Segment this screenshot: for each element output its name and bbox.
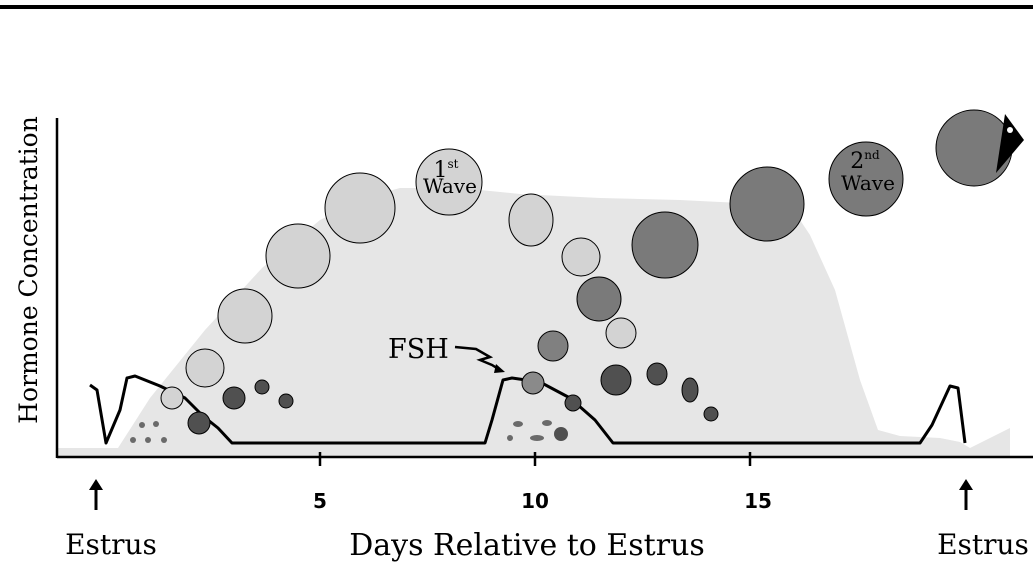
- estrus-label-left: Estrus: [65, 528, 157, 561]
- follicle: [265, 223, 331, 289]
- follicle: [828, 141, 904, 217]
- wave1-number: 1: [434, 158, 448, 183]
- svg-text:2nd: 2nd: [850, 148, 880, 174]
- small-follicle-pool-2: [507, 420, 568, 441]
- x-tick-label-15: 15: [744, 489, 772, 513]
- follicle: [703, 406, 719, 422]
- fsh-curve: [89, 374, 967, 445]
- wave1-label: 1st Wave: [423, 157, 477, 198]
- fsh-label: FSH: [388, 334, 449, 365]
- wave2-word: Wave: [841, 171, 895, 195]
- ovulation-icon: [996, 114, 1024, 173]
- follicle: [521, 371, 545, 395]
- follicle: [681, 377, 699, 403]
- follicle: [222, 386, 246, 410]
- svg-text:1st: 1st: [434, 157, 459, 183]
- follicle: [646, 362, 668, 386]
- wave2-label: 2nd Wave: [841, 148, 895, 195]
- follicle: [729, 166, 805, 242]
- follicle: [324, 172, 396, 244]
- estrus-arrow-left-icon: [89, 479, 103, 510]
- follicle: [576, 276, 622, 322]
- second-wave-follicles: [521, 109, 1013, 395]
- follicle: [278, 393, 294, 409]
- small-follicle-pool-1: [130, 421, 167, 443]
- x-tick-label-5: 5: [313, 489, 327, 513]
- wave2-number: 2: [850, 149, 864, 174]
- follicle: [537, 330, 569, 362]
- follicle: [187, 411, 211, 435]
- follicle: [160, 386, 184, 410]
- follicle: [508, 193, 554, 247]
- atretic-follicles: [187, 362, 719, 435]
- follicle: [631, 211, 699, 279]
- follicle: [254, 379, 270, 395]
- wave1-word: Wave: [423, 174, 477, 198]
- fsh-pointer-arrowhead-icon: [494, 364, 505, 373]
- follicle: [605, 317, 637, 349]
- wave1-superscript: st: [448, 157, 459, 171]
- fsh-pointer-arrow: [454, 345, 501, 372]
- follicle: [600, 364, 632, 396]
- estrus-label-right: Estrus: [937, 528, 1029, 561]
- x-tick-label-10: 10: [521, 489, 549, 513]
- follicle: [564, 394, 582, 412]
- x-axis-label: Days Relative to Estrus: [349, 528, 705, 563]
- estrus-arrow-right-icon: [959, 479, 973, 510]
- follicle: [561, 237, 601, 277]
- y-axis-label: Hormone Concentration: [14, 116, 43, 424]
- follicle: [415, 148, 483, 216]
- wave2-superscript: nd: [864, 148, 880, 162]
- follicle: [217, 288, 273, 344]
- follicle: [185, 348, 225, 388]
- first-wave-follicles: [160, 148, 637, 410]
